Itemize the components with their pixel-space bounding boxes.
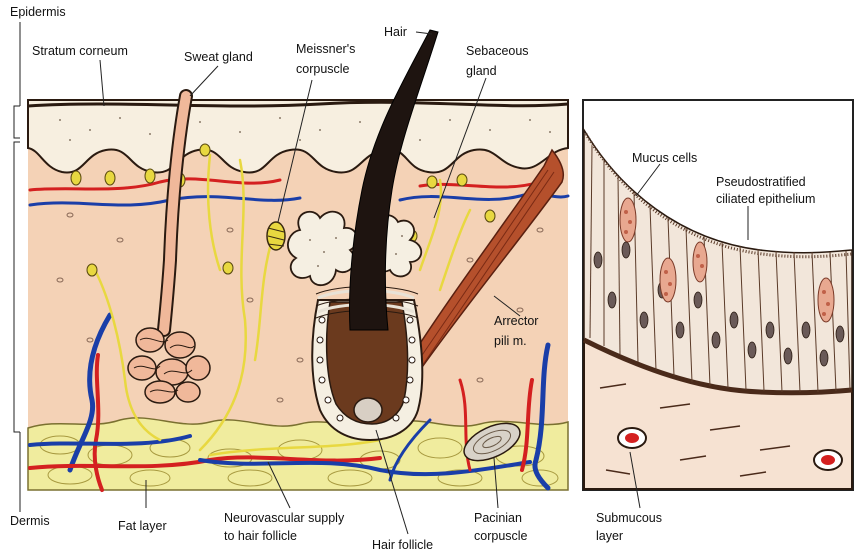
label-dermis: Dermis [10, 514, 50, 528]
label-arrector-line2: pili m. [494, 334, 527, 348]
label-fat-layer: Fat layer [118, 519, 167, 533]
meissners-corpuscle [267, 222, 285, 250]
label-sebaceous-line2: gland [466, 64, 497, 78]
skin-section [14, 22, 568, 512]
label-neuro-line2: to hair follicle [224, 529, 297, 543]
epidermis-bracket [14, 22, 20, 512]
label-pacinian-line1: Pacinian [474, 511, 522, 525]
leader-sweat-gland [190, 66, 218, 96]
label-pseudo-line2: ciliated epithelium [716, 192, 815, 206]
label-pacinian-line2: corpuscle [474, 529, 528, 543]
label-hair-follicle: Hair follicle [372, 538, 433, 552]
label-neuro-line1: Neurovascular supply [224, 511, 345, 525]
label-stratum-corneum: Stratum corneum [32, 44, 128, 58]
label-arrector-line1: Arrector [494, 314, 538, 328]
label-sebaceous-line1: Sebaceous [466, 44, 529, 58]
label-hair: Hair [384, 25, 407, 39]
label-submucous-line2: layer [596, 529, 623, 543]
label-submucous-line1: Submucous [596, 511, 662, 525]
label-mucus-cells: Mucus cells [632, 151, 697, 165]
label-pseudo-line1: Pseudostratified [716, 175, 806, 189]
mucosa-section [583, 100, 853, 490]
label-meissners-line2: corpuscle [296, 62, 350, 76]
label-epidermis: Epidermis [10, 5, 66, 19]
label-meissners-line1: Meissner's [296, 42, 355, 56]
label-sweat-gland: Sweat gland [184, 50, 253, 64]
